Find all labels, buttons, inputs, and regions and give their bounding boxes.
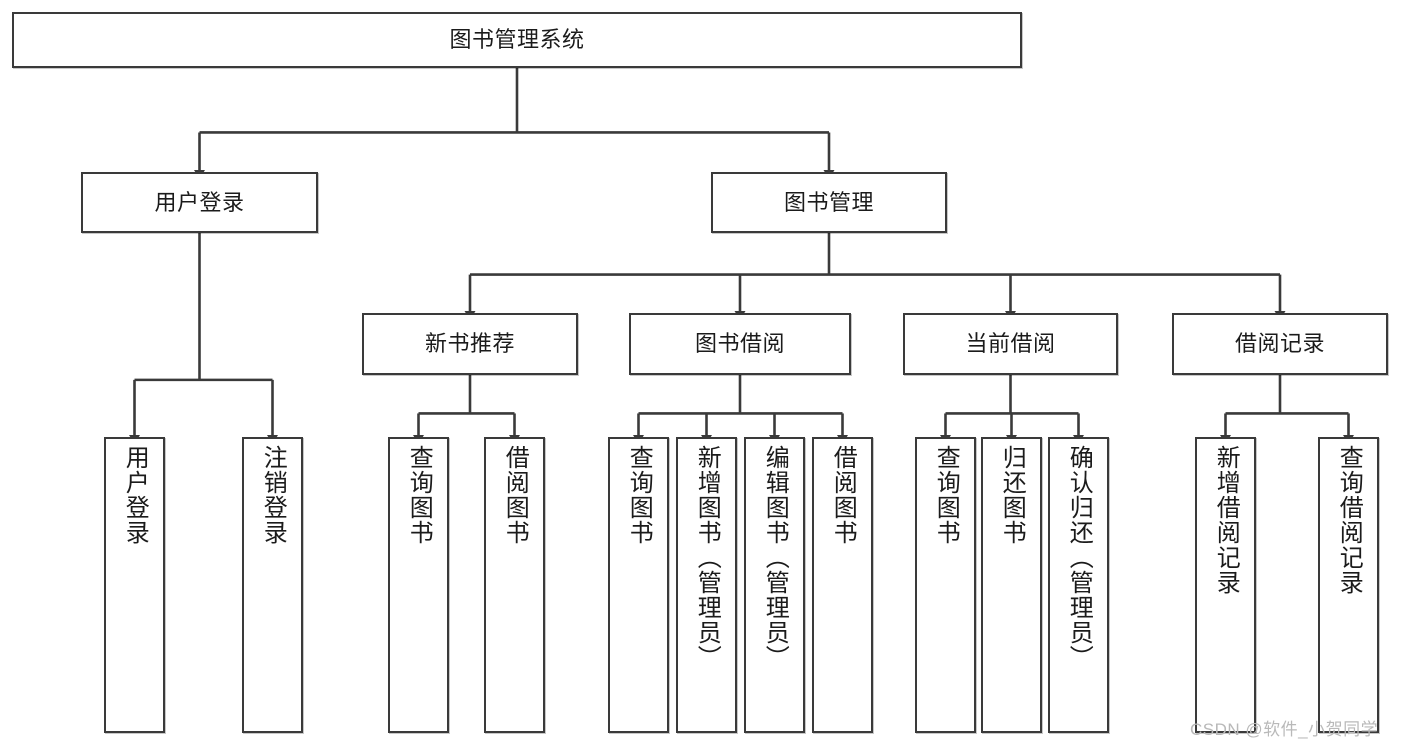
node-leaf-add-book[interactable]: 新增图书（管理员）: [676, 437, 737, 733]
node-leaf-query-book-1-label: 查询图书: [405, 445, 433, 545]
node-user-login-label: 用户登录: [154, 189, 245, 215]
node-root-label: 图书管理系统: [449, 27, 585, 53]
node-borrow-record[interactable]: 借阅记录: [1172, 313, 1388, 375]
node-leaf-add-book-label: 新增图书（管理员）: [693, 445, 721, 670]
node-leaf-logout-label: 注销登录: [259, 445, 287, 545]
node-new-book-recommend-label: 新书推荐: [424, 331, 515, 357]
node-leaf-confirm-return-label: 确认归还（管理员）: [1065, 445, 1093, 670]
node-book-borrow[interactable]: 图书借阅: [629, 313, 851, 375]
node-leaf-query-book-2[interactable]: 查询图书: [608, 437, 669, 733]
node-root[interactable]: 图书管理系统: [12, 12, 1022, 68]
node-leaf-add-record-label: 新增借阅记录: [1212, 445, 1240, 595]
node-leaf-user-login-label: 用户登录: [121, 445, 149, 545]
node-leaf-return-book-label: 归还图书: [998, 445, 1026, 545]
node-leaf-edit-book[interactable]: 编辑图书（管理员）: [744, 437, 805, 733]
node-new-book-recommend[interactable]: 新书推荐: [362, 313, 578, 375]
node-book-manage-label: 图书管理: [783, 189, 874, 215]
node-leaf-query-record[interactable]: 查询借阅记录: [1318, 437, 1379, 733]
node-book-manage[interactable]: 图书管理: [711, 172, 947, 233]
node-leaf-edit-book-label: 编辑图书（管理员）: [761, 445, 789, 670]
node-leaf-query-book-3[interactable]: 查询图书: [915, 437, 976, 733]
node-leaf-logout[interactable]: 注销登录: [242, 437, 303, 733]
node-leaf-borrow-book-1-label: 借阅图书: [501, 445, 529, 545]
node-leaf-query-book-1[interactable]: 查询图书: [388, 437, 449, 733]
node-leaf-borrow-book-2-label: 借阅图书: [829, 445, 857, 545]
node-book-borrow-label: 图书借阅: [694, 331, 785, 357]
node-leaf-confirm-return[interactable]: 确认归还（管理员）: [1048, 437, 1109, 733]
node-leaf-query-record-label: 查询借阅记录: [1335, 445, 1363, 595]
node-leaf-query-book-2-label: 查询图书: [625, 445, 653, 545]
node-leaf-borrow-book-1[interactable]: 借阅图书: [484, 437, 545, 733]
node-leaf-return-book[interactable]: 归还图书: [981, 437, 1042, 733]
node-leaf-user-login[interactable]: 用户登录: [104, 437, 165, 733]
node-leaf-query-book-3-label: 查询图书: [932, 445, 960, 545]
node-borrow-record-label: 借阅记录: [1234, 331, 1325, 357]
node-current-borrow-label: 当前借阅: [965, 331, 1056, 357]
node-user-login[interactable]: 用户登录: [81, 172, 318, 233]
node-current-borrow[interactable]: 当前借阅: [903, 313, 1118, 375]
node-leaf-borrow-book-2[interactable]: 借阅图书: [812, 437, 873, 733]
node-leaf-add-record[interactable]: 新增借阅记录: [1195, 437, 1256, 733]
watermark: CSDN @软件_小贺同学: [1190, 720, 1379, 739]
